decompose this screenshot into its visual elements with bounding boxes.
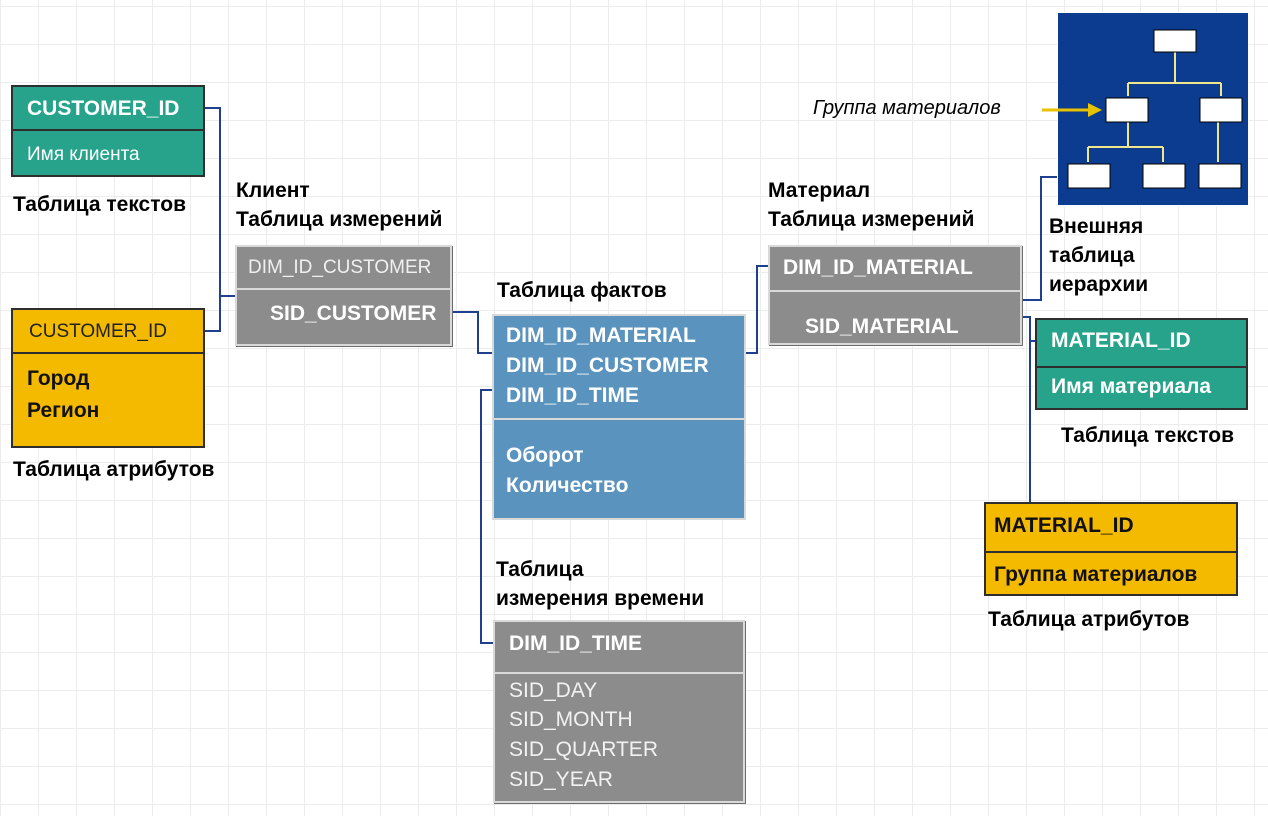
customer-dim-table: DIM_ID_CUSTOMER SID_CUSTOMER	[235, 245, 452, 346]
material-text-field: Имя материала	[1051, 375, 1212, 398]
material-attr-table: MATERIAL_ID Группа материалов	[984, 502, 1238, 596]
connector-material-hierarchy	[1022, 176, 1057, 301]
time-dim-table: DIM_ID_TIME SID_DAY SID_MONTH SID_QUARTE…	[493, 620, 745, 803]
customer-dim-caption-2: Таблица измерений	[236, 208, 443, 231]
fact-key-time: DIM_ID_TIME	[506, 384, 640, 407]
hierarchy-pointer-label: Группа материалов	[813, 97, 1001, 119]
fact-caption: Таблица фактов	[497, 279, 667, 302]
connector-fact-material	[746, 265, 768, 354]
hierarchy-caption-3: иерархии	[1049, 273, 1149, 296]
divider	[770, 290, 1020, 292]
divider	[495, 672, 743, 674]
connector-material-text	[1022, 316, 1035, 342]
time-dim-caption-1: Таблица	[496, 558, 584, 581]
connector-customer-text	[205, 107, 237, 297]
customer-attr-table: CUSTOMER_ID Город Регион	[11, 308, 205, 448]
divider	[986, 551, 1236, 553]
material-attr-field: Группа материалов	[994, 563, 1198, 586]
customer-text-key: CUSTOMER_ID	[27, 97, 180, 120]
material-dim-table: DIM_ID_MATERIAL SID_MATERIAL	[768, 245, 1022, 345]
customer-attr-field-2: Регион	[27, 399, 100, 422]
time-dim-caption-2: измерения времени	[496, 587, 705, 610]
customer-dim-caption-1: Клиент	[236, 179, 310, 202]
time-dim-field-3: SID_QUARTER	[509, 738, 658, 761]
material-dim-field: SID_MATERIAL	[805, 315, 959, 338]
divider	[13, 129, 203, 131]
customer-attr-field-1: Город	[27, 367, 90, 390]
time-dim-field-4: SID_YEAR	[509, 768, 613, 791]
customer-dim-key: DIM_ID_CUSTOMER	[248, 257, 432, 278]
fact-key-customer: DIM_ID_CUSTOMER	[506, 354, 709, 377]
material-text-caption: Таблица текстов	[1061, 424, 1234, 447]
fact-measure-1: Оборот	[506, 444, 584, 467]
customer-text-table: CUSTOMER_ID Имя клиента	[11, 85, 205, 177]
fact-key-material: DIM_ID_MATERIAL	[506, 324, 696, 347]
customer-attr-caption: Таблица атрибутов	[13, 458, 215, 481]
hierarchy-caption-1: Внешняя	[1049, 215, 1144, 238]
material-attr-caption: Таблица атрибутов	[988, 608, 1190, 631]
material-dim-caption-2: Таблица измерений	[768, 208, 975, 231]
material-dim-caption-1: Материал	[768, 179, 871, 202]
divider	[13, 352, 203, 354]
material-text-table: MATERIAL_ID Имя материала	[1035, 318, 1248, 410]
material-text-key: MATERIAL_ID	[1051, 329, 1191, 352]
hierarchy-caption-2: таблица	[1049, 244, 1135, 267]
fact-measure-2: Количество	[506, 474, 629, 497]
customer-text-field: Имя клиента	[27, 144, 140, 165]
divider	[494, 418, 744, 420]
hierarchy-box	[1057, 12, 1249, 206]
connector-customer-attr	[205, 296, 221, 332]
customer-attr-key: CUSTOMER_ID	[29, 321, 167, 342]
divider	[237, 288, 450, 290]
customer-text-caption: Таблица текстов	[13, 193, 186, 216]
connector-fact-time	[480, 389, 493, 644]
divider	[1037, 366, 1246, 368]
time-dim-key: DIM_ID_TIME	[509, 632, 643, 655]
customer-dim-field: SID_CUSTOMER	[270, 302, 437, 325]
fact-table: DIM_ID_MATERIAL DIM_ID_CUSTOMER DIM_ID_T…	[492, 314, 746, 520]
connector-customer-fact	[452, 311, 492, 354]
time-dim-field-1: SID_DAY	[509, 679, 598, 702]
time-dim-field-2: SID_MONTH	[509, 708, 633, 731]
material-dim-key: DIM_ID_MATERIAL	[783, 256, 973, 279]
hierarchy-tree-icon	[1067, 29, 1243, 189]
material-attr-key: MATERIAL_ID	[994, 514, 1134, 537]
